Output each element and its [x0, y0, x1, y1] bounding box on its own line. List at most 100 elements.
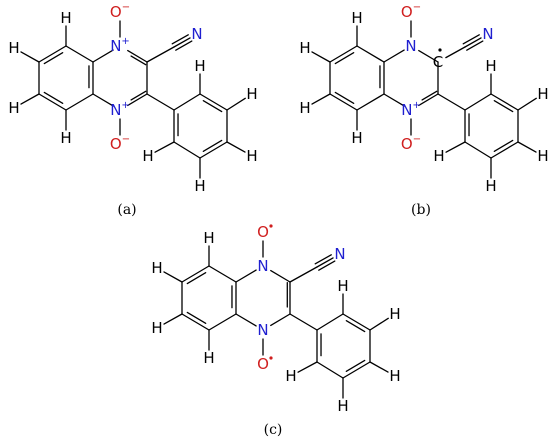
atom-h-3: H — [203, 349, 214, 367]
bond-c-n1 — [92, 49, 114, 63]
atom-h-6: H — [389, 367, 400, 385]
bond-ph-4 — [490, 141, 519, 159]
atom-h-1: H — [299, 39, 310, 57]
bond-ch-8 — [154, 141, 175, 153]
bond-benzo-3 — [329, 93, 358, 111]
bond-ch-5 — [369, 317, 389, 331]
atom-h-0: H — [351, 9, 362, 27]
atom-n4-charge: + — [121, 100, 129, 111]
radical-dot-o4 — [269, 356, 273, 360]
bond-nitrile — [464, 37, 482, 48]
bond-ph-4-inner — [493, 139, 514, 153]
bond-benzo-6 — [356, 45, 385, 63]
bond-ch-6 — [226, 141, 246, 153]
bond-c8-phenyl — [437, 93, 466, 111]
bond-n1-c7 — [127, 49, 148, 63]
bond-ph-4 — [342, 361, 371, 379]
atom-o1: O — [257, 223, 269, 241]
bond-ph-2 — [490, 93, 519, 111]
bond-benzo-6 — [208, 265, 237, 283]
atom-n1: N — [405, 37, 416, 55]
atom-h-6: H — [246, 147, 257, 165]
atom-h-5: H — [537, 85, 548, 103]
atom-h-1: H — [8, 39, 19, 57]
atom-h-2: H — [151, 319, 162, 337]
bond-nitrile-3 — [314, 254, 332, 265]
bond-ch-8 — [297, 361, 318, 373]
atom-o4: O− — [401, 134, 421, 153]
atom-o4: O− — [110, 134, 130, 153]
atom-o1-charge: − — [122, 2, 130, 13]
bond-c7-cn — [289, 266, 318, 283]
bond-c-n4 — [92, 93, 114, 107]
bond-ph-2-inner — [345, 319, 366, 333]
atom-h-1: H — [151, 259, 162, 277]
bond-c7-cn — [445, 46, 466, 59]
bond-nitrile-2 — [318, 260, 336, 271]
bond-nitrile — [173, 37, 191, 48]
atom-h-4: H — [485, 57, 496, 75]
bond-ch-2 — [163, 313, 183, 325]
atom-h-4: H — [194, 57, 205, 75]
bond-ph-4 — [199, 141, 228, 159]
radical-dot-o1 — [269, 224, 273, 228]
atom-h-3: H — [60, 129, 71, 147]
bond-ch-5 — [517, 97, 537, 111]
bond-benzo-3 — [181, 313, 210, 331]
atom-h-7: H — [337, 397, 348, 415]
bond-n1-c7 — [270, 269, 291, 283]
atom-h-8: H — [285, 367, 296, 385]
bond-c8-n4 — [270, 313, 291, 327]
atom-c-radical: C — [433, 53, 443, 71]
bond-c8-n4-inner — [421, 90, 438, 101]
bond-c8-phenyl — [146, 93, 175, 111]
bond-n1-c7-inner — [130, 55, 147, 66]
bond-ph-1 — [173, 93, 201, 111]
bond-benzo-1-inner — [186, 271, 207, 285]
atom-h-2: H — [299, 99, 310, 117]
bond-ch-5 — [226, 97, 246, 111]
atom-n1: N+ — [110, 36, 130, 55]
atom-o4: O — [257, 355, 269, 373]
bond-nitrile-2 — [466, 40, 484, 51]
atom-o1: O− — [110, 2, 130, 21]
bond-benzo-1 — [181, 265, 210, 283]
bond-ph-2-inner — [202, 99, 223, 113]
atom-n-nitrile: N — [482, 25, 493, 43]
bond-benzo-4 — [65, 93, 94, 111]
atom-h-3: H — [351, 129, 362, 147]
bond-ph-2 — [199, 93, 228, 111]
bond-ch-8 — [445, 141, 466, 153]
atom-o1: O− — [401, 2, 421, 21]
atom-h-8: H — [433, 147, 444, 165]
bond-ph-4-inner — [202, 139, 223, 153]
atom-h-2: H — [8, 99, 19, 117]
bond-c-n1 — [235, 269, 257, 283]
atom-h-4: H — [337, 277, 348, 295]
atom-h-0: H — [60, 9, 71, 27]
atom-h-8: H — [142, 147, 153, 165]
bond-c7-cn — [146, 46, 175, 63]
bond-ch-2 — [311, 93, 331, 105]
radical-dot — [438, 48, 442, 52]
atom-n4: N+ — [401, 100, 421, 119]
bond-ch-1 — [311, 51, 331, 63]
bond-benzo-4 — [356, 93, 385, 111]
bond-benzo-1 — [38, 45, 67, 63]
bond-benzo-1-inner — [334, 51, 355, 65]
bond-ph-5 — [173, 141, 201, 159]
atom-h-7: H — [194, 177, 205, 195]
bond-nitrile-3 — [171, 34, 189, 45]
atom-n4: N+ — [110, 100, 130, 119]
atom-h-5: H — [389, 305, 400, 323]
bond-ph-2-inner — [493, 99, 514, 113]
bond-ch-1 — [163, 271, 183, 283]
caption-c: (c) — [264, 422, 283, 438]
bond-ch-6 — [369, 361, 389, 373]
bond-benzo-1-inner — [43, 51, 64, 65]
atom-h-6: H — [537, 147, 548, 165]
